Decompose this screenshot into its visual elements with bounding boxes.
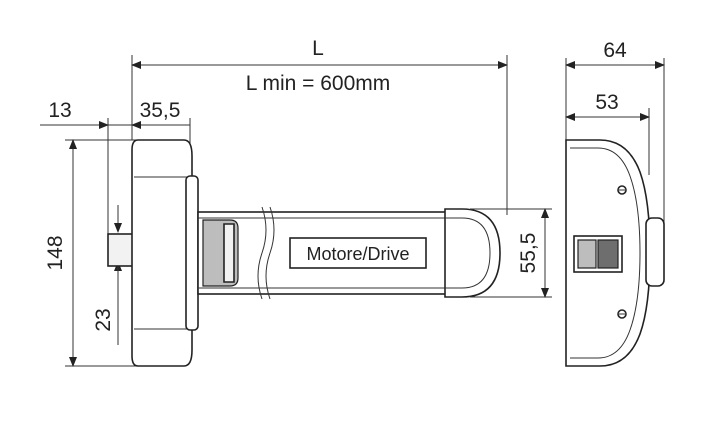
shaft-stub <box>107 233 134 267</box>
dimension-length: L L min = 600mm <box>131 37 508 215</box>
bracket-depth-total-label: 64 <box>603 39 627 62</box>
shaft-offset-label: 23 <box>92 308 115 331</box>
head-width-label: 35,5 <box>140 99 181 122</box>
head-flange <box>185 175 199 331</box>
head-offset-label: 13 <box>48 99 71 122</box>
dimension-tube-diameter: 55,5 <box>470 208 552 298</box>
dimension-shaft-offset: 23 <box>92 205 122 345</box>
tube-diameter-label: 55,5 <box>517 233 540 274</box>
dimension-bracket: 64 53 <box>565 39 665 225</box>
motor-label: Motore/Drive <box>306 244 409 264</box>
length-min-label: L min = 600mm <box>246 72 391 95</box>
motor-side-view: Motore/Drive <box>107 139 501 367</box>
dimension-head: 13 35,5 <box>40 99 191 240</box>
length-label: L <box>312 37 324 60</box>
motor-label-box <box>289 237 427 269</box>
bracket-tab <box>645 217 665 287</box>
height-label: 148 <box>44 235 67 270</box>
bracket-view <box>565 139 665 367</box>
tube-end-cap <box>444 208 501 298</box>
drive-head <box>131 139 193 367</box>
bracket-depth-inner-label: 53 <box>595 91 618 114</box>
dimension-height: 148 <box>44 139 140 367</box>
